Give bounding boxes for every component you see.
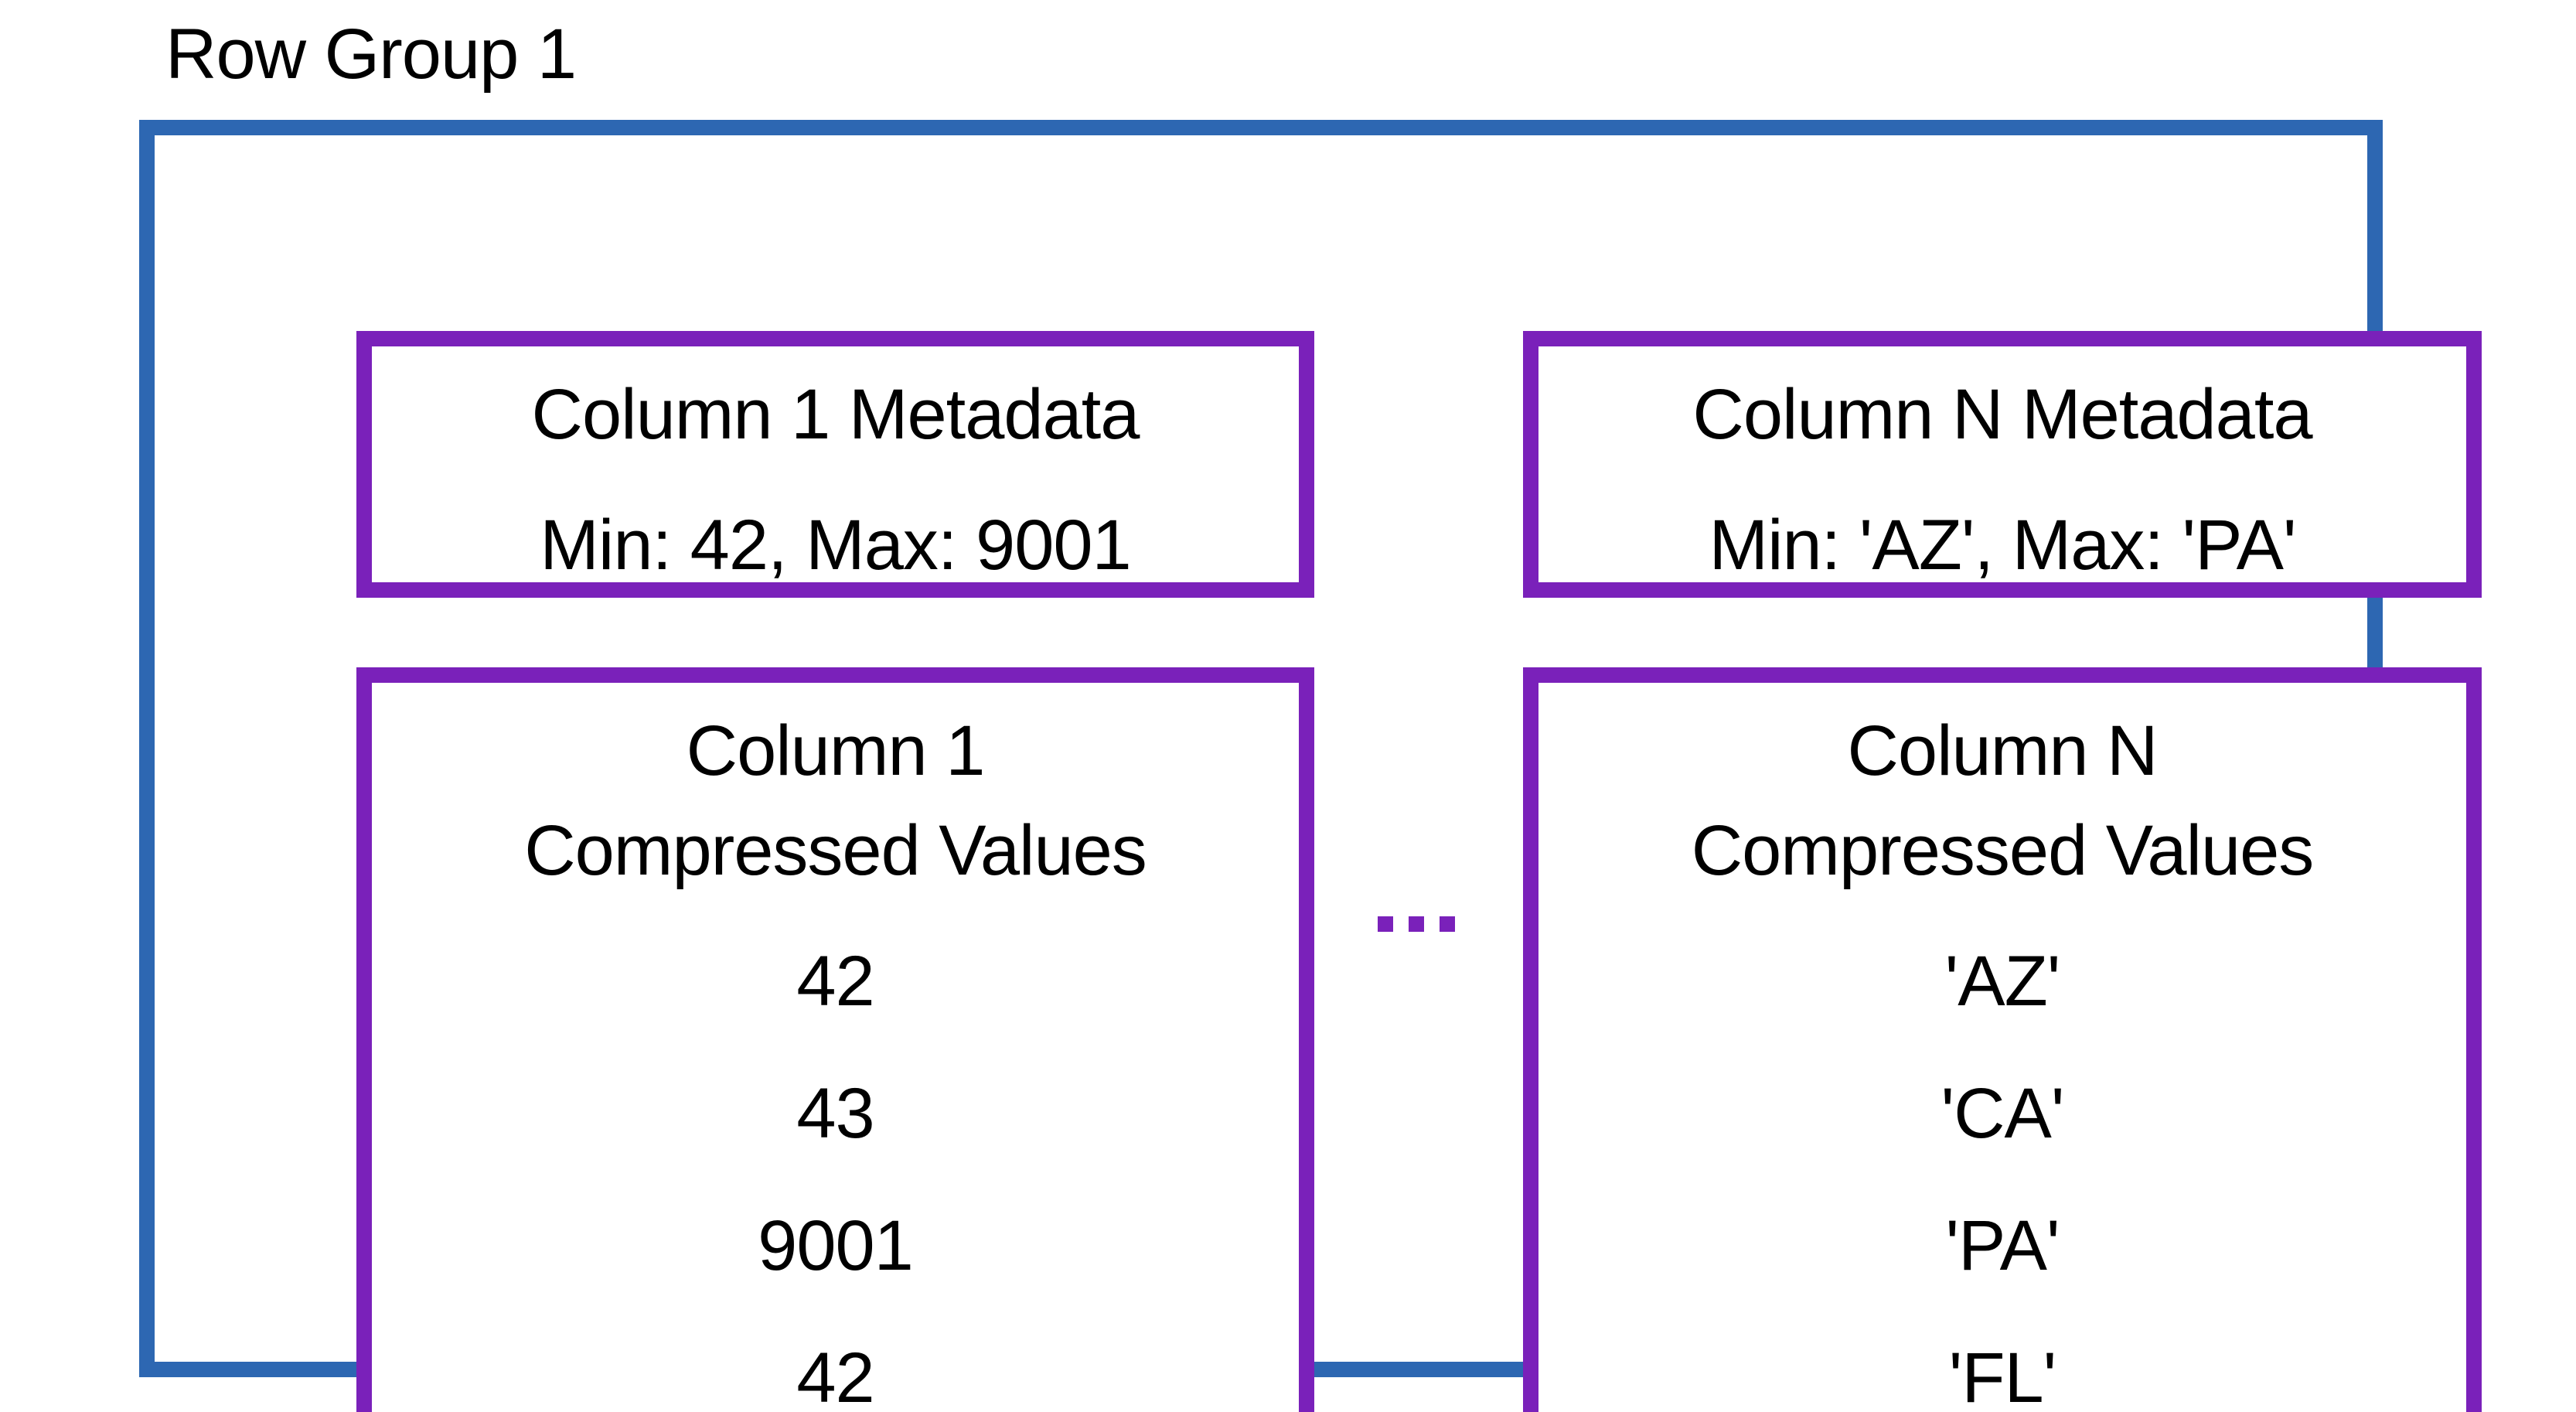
value-item: 'AZ': [1944, 942, 2061, 1021]
column-1-values-title-line1: Column 1: [686, 711, 986, 790]
column-1-metadata-minmax: Min: 42, Max: 9001: [540, 506, 1131, 585]
value-item: 'CA': [1941, 1074, 2065, 1153]
column-n-values-box: Column N Compressed Values 'AZ' 'CA' 'PA…: [1523, 667, 2482, 1412]
row-group-title: Row Group 1: [165, 15, 577, 94]
column-n-values-title-line1: Column N: [1847, 711, 2158, 790]
value-item: 'FL': [1948, 1339, 2057, 1412]
value-item: 43: [796, 1074, 874, 1153]
ellipsis-dot: [1409, 916, 1424, 932]
value-item: 'PA': [1945, 1206, 2060, 1285]
column-n-values-title-line2: Compressed Values: [1691, 811, 2315, 890]
value-item: 9001: [758, 1206, 914, 1285]
ellipsis-icon: [1378, 916, 1455, 932]
column-1-values-title-line2: Compressed Values: [524, 811, 1147, 890]
ellipsis-dot: [1440, 916, 1455, 932]
column-1-metadata-title: Column 1 Metadata: [531, 375, 1140, 454]
row-group-box: Column 1 Metadata Min: 42, Max: 9001 Col…: [139, 120, 2482, 1412]
column-1-metadata-box: Column 1 Metadata Min: 42, Max: 9001: [356, 331, 1314, 598]
column-n-metadata-minmax: Min: 'AZ', Max: 'PA': [1709, 506, 2296, 585]
value-item: 42: [796, 942, 874, 1021]
column-n-metadata-title: Column N Metadata: [1692, 375, 2312, 454]
value-item: 42: [796, 1339, 874, 1412]
column-1-values-box: Column 1 Compressed Values 42 43 9001 42: [356, 667, 1314, 1412]
ellipsis-dot: [1378, 916, 1393, 932]
column-n-metadata-box: Column N Metadata Min: 'AZ', Max: 'PA': [1523, 331, 2482, 598]
